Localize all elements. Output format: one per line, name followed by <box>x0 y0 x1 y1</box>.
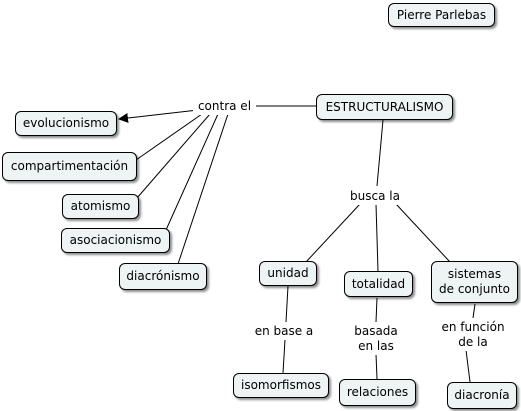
link-busca-la: busca la <box>343 187 407 205</box>
edge-unidad-enbase <box>285 285 289 323</box>
node-sistemas-de-conjunto[interactable]: sistemas de conjunto <box>431 261 518 303</box>
edge-root-busca <box>376 119 384 187</box>
edge-basada-relaciones <box>375 353 378 380</box>
node-diacronismo[interactable]: diacrónismo <box>119 263 207 290</box>
edge-enfuncion-diacronia <box>465 349 471 383</box>
node-atomismo[interactable]: atomismo <box>62 194 139 219</box>
link-en-funcion-de-la: en función de la <box>437 318 509 351</box>
link-basada-en-las: basada en las <box>348 322 404 355</box>
link-contra-el: contra el <box>193 98 256 115</box>
node-estructuralismo[interactable]: ESTRUCTURALISMO <box>316 94 453 120</box>
edge-busca-sistemas <box>395 203 451 263</box>
node-relaciones[interactable]: relaciones <box>339 379 416 406</box>
edge-busca-unidad <box>305 203 361 263</box>
edge-contra-asociacionismo <box>165 113 219 231</box>
node-diacronia[interactable]: diacronía <box>447 382 517 409</box>
edge-enbase-isomorfismos <box>282 339 286 374</box>
link-en-base-a: en base a <box>250 322 318 340</box>
edge-totalidad-basada <box>375 297 378 323</box>
edge-sistemas-enfuncion <box>472 303 476 319</box>
edge-contra-compartimentacion <box>135 113 203 161</box>
node-totalidad[interactable]: totalidad <box>344 271 413 297</box>
node-isomorfismos[interactable]: isomorfismos <box>233 373 329 398</box>
edge-contra-evolucionismo <box>118 109 199 123</box>
node-evolucionismo[interactable]: evolucionismo <box>15 111 117 136</box>
node-asociacionismo[interactable]: asociacionismo <box>61 228 170 253</box>
node-unidad[interactable]: unidad <box>259 261 317 286</box>
edge-contra-diacronismo <box>177 113 229 265</box>
node-compartimentacion[interactable]: compartimentación <box>2 152 137 181</box>
edge-busca-totalidad <box>375 203 379 272</box>
edge-contra-atomismo <box>136 113 211 199</box>
node-pierre-parlebas[interactable]: Pierre Parlebas <box>388 3 495 27</box>
